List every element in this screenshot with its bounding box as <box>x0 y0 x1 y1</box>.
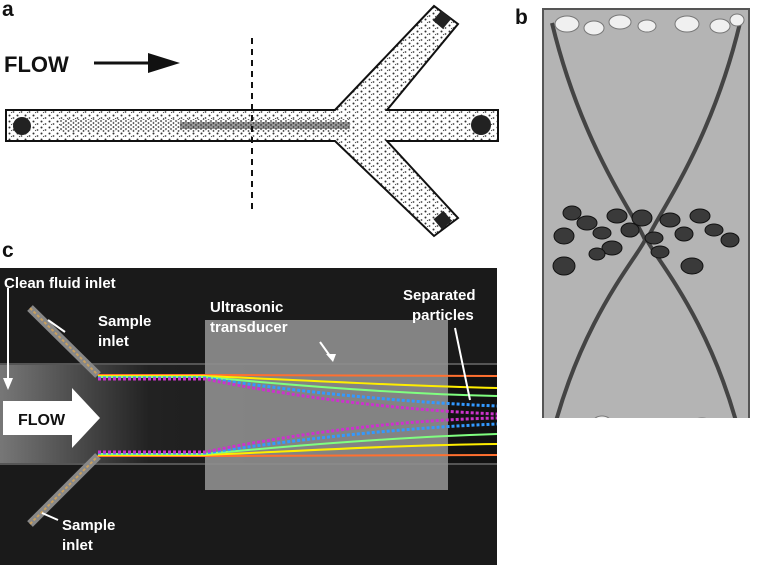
outlet-port-center <box>471 115 491 135</box>
ultrasonic-transducer <box>205 320 448 490</box>
panel-c-label: c <box>2 239 14 262</box>
sample-inlet-top-label-1: Sample <box>98 313 151 330</box>
transducer-label-2: transducer <box>210 319 288 336</box>
flow-label-a: FLOW <box>4 52 69 77</box>
particle-streams <box>98 374 498 457</box>
sample-inlet-bottom-label-2: inlet <box>62 537 93 554</box>
flow-label-c: FLOW <box>18 412 66 429</box>
cells-bottom <box>594 415 707 418</box>
transducer-label-1: Ultrasonic <box>210 299 283 316</box>
inlet-port <box>13 117 31 135</box>
standing-wave-envelope <box>550 22 742 418</box>
flow-arrow-a <box>94 53 180 73</box>
sample-inlet-bottom-label-1: Sample <box>62 517 115 534</box>
sample-inlet-top-label-2: inlet <box>98 333 129 350</box>
panel-a-label: a <box>2 0 14 21</box>
separated-label-2: particles <box>412 307 474 324</box>
outlet-port-bottom <box>433 210 452 230</box>
panel-b-image <box>542 8 750 418</box>
outlet-port-top <box>432 10 452 29</box>
cells-node <box>552 205 740 276</box>
panel-c-diagram: FLOW Clean fluid inlet Sample inlet Ultr… <box>0 268 498 565</box>
sample-inlet-channels <box>27 305 101 527</box>
cells-top <box>554 13 745 36</box>
clean-fluid-arrow <box>3 288 13 390</box>
separated-label-1: Separated <box>403 287 476 304</box>
clean-fluid-inlet-label: Clean fluid inlet <box>4 275 116 292</box>
panel-b-label: b <box>515 6 528 29</box>
flow-arrow-c <box>3 388 100 448</box>
panel-a-diagram: FLOW <box>4 4 499 238</box>
